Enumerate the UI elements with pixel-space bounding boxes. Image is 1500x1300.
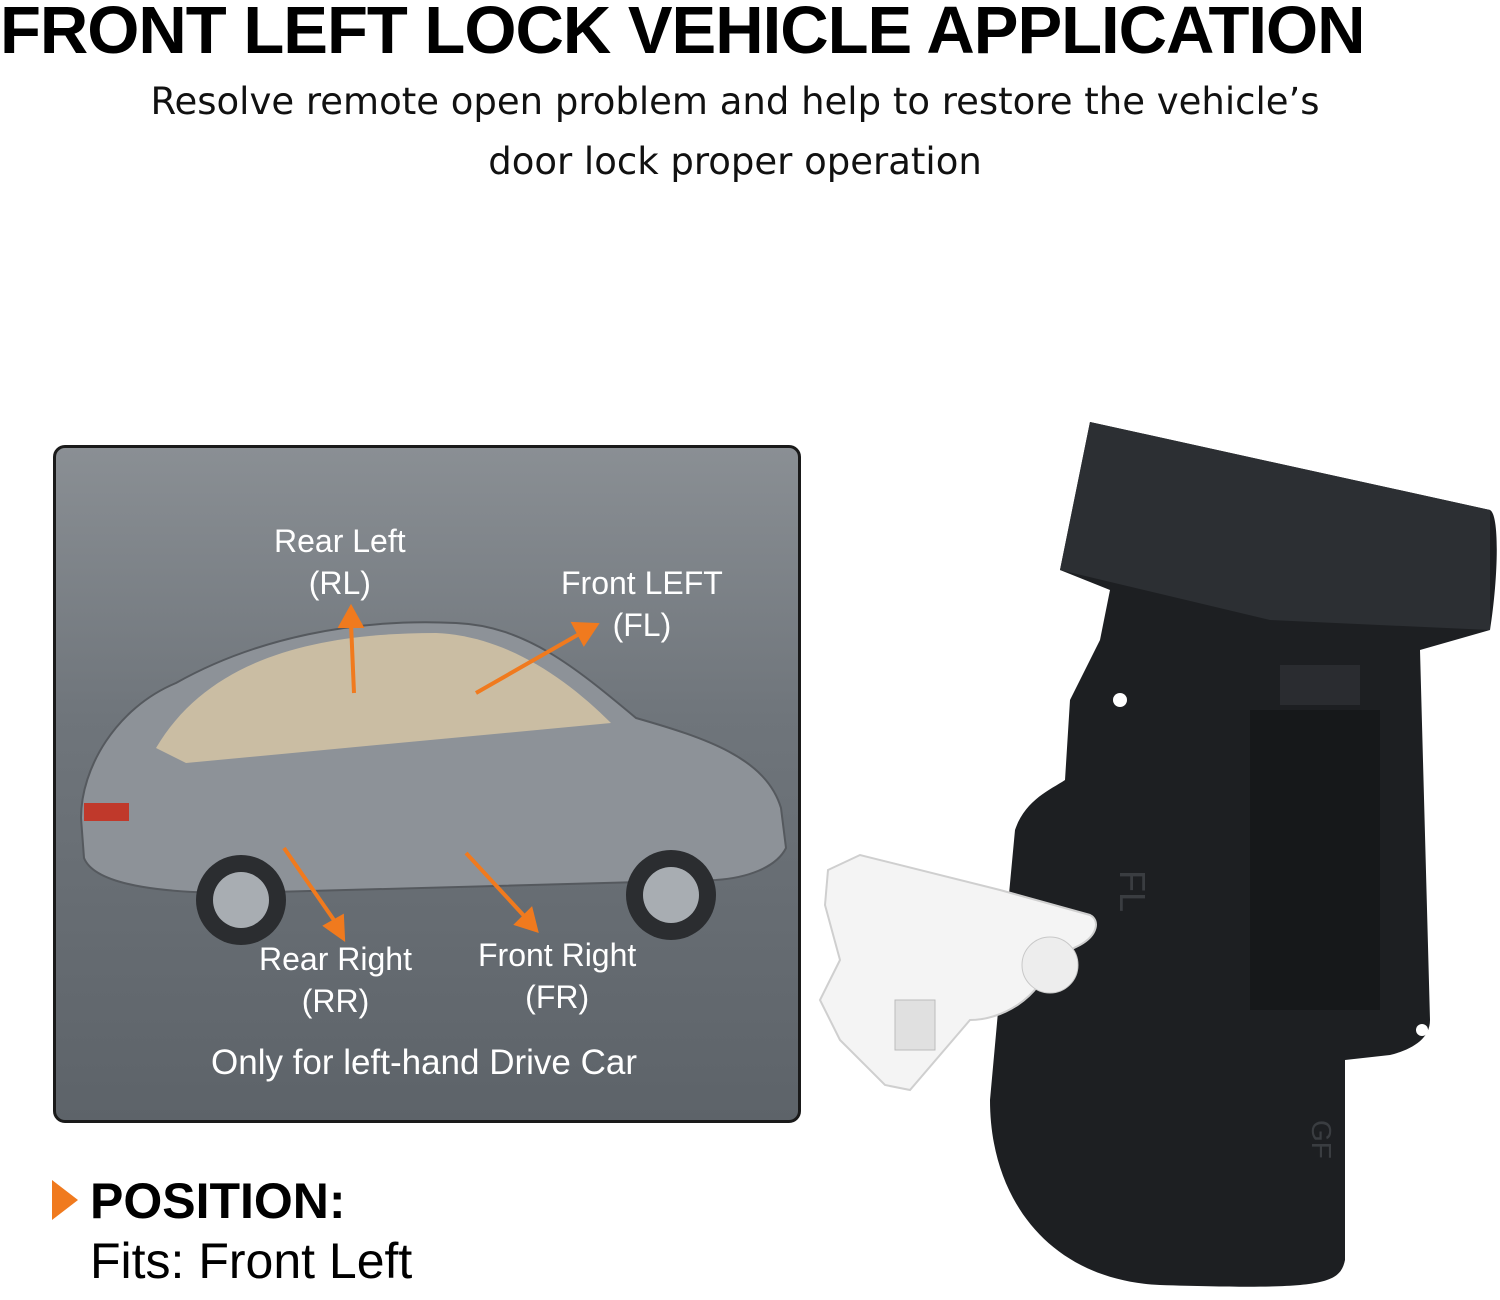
position-title: POSITION: <box>90 1173 346 1229</box>
front-right-code: (FR) <box>525 979 590 1015</box>
vehicle-diagram-panel: Rear Left (RL) Front LEFT (FL) Rear Righ… <box>53 445 801 1123</box>
door-lock-actuator-image: FL GF <box>818 422 1497 1287</box>
page-title: FRONT LEFT LOCK VEHICLE APPLICATION <box>0 0 1366 68</box>
front-right-label: Front Right (FR) <box>478 934 636 1018</box>
car-illustration <box>79 603 788 945</box>
fl-marking: FL <box>1112 870 1153 912</box>
gf-marking: GF <box>1306 1120 1337 1159</box>
position-fits: Fits: Front Left <box>90 1233 413 1289</box>
front-left-text: Front LEFT <box>561 565 723 601</box>
rear-left-code: (RL) <box>308 565 371 601</box>
tail-light <box>84 803 129 821</box>
rear-right-text: Rear Right <box>259 941 412 977</box>
rear-left-text: Rear Left <box>274 523 406 559</box>
subtitle-line-1: Resolve remote open problem and help to … <box>150 80 1320 123</box>
rear-right-code: (RR) <box>301 983 370 1019</box>
front-left-label: Front LEFT (FL) <box>561 562 723 646</box>
position-bullet-icon <box>52 1180 78 1220</box>
subtitle-line-2: door lock proper operation <box>488 140 982 183</box>
drive-note: Only for left-hand Drive Car <box>211 1043 637 1082</box>
rear-right-label: Rear Right (RR) <box>259 938 412 1022</box>
door-arrows <box>282 603 600 942</box>
front-right-text: Front Right <box>478 937 637 973</box>
rear-left-label: Rear Left (RL) <box>274 520 406 604</box>
front-left-code: (FL) <box>612 607 672 643</box>
